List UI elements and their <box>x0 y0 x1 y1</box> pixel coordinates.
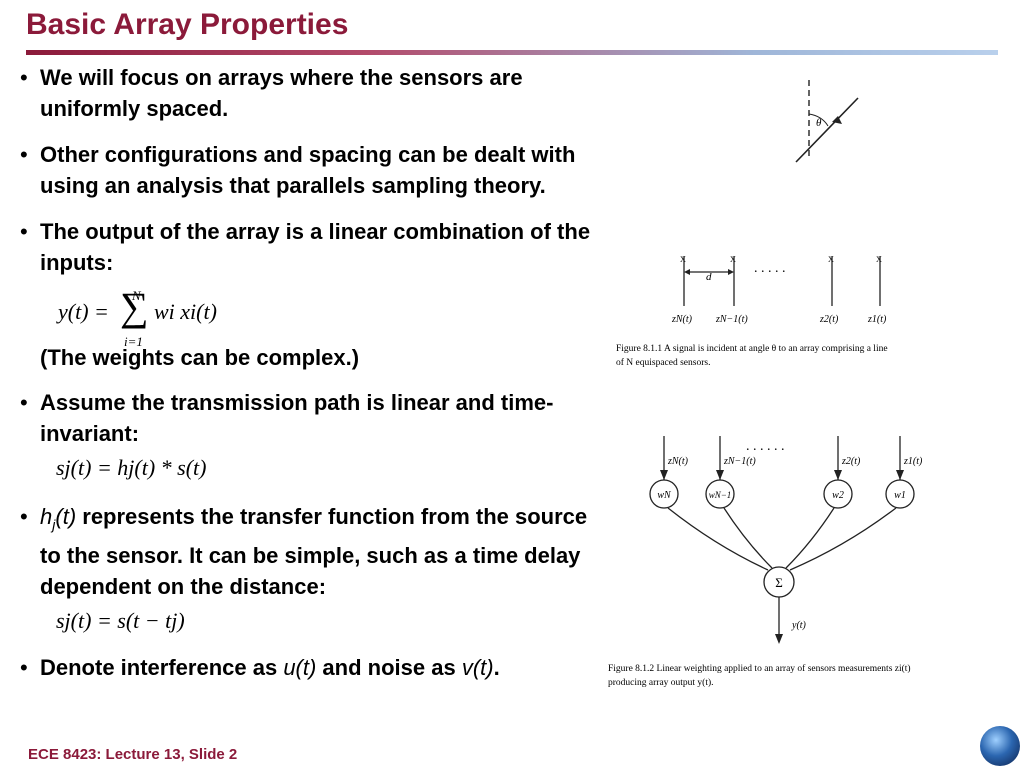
figure1-caption-line2: of N equispaced sensors. <box>616 357 710 368</box>
eq1-rhs: wi xi(t) <box>154 299 217 324</box>
slide-footer: ECE 8423: Lecture 13, Slide 2 <box>28 746 238 763</box>
symbol-h: h <box>40 504 53 529</box>
eq1-lower-limit: i=1 <box>124 334 143 349</box>
figure2-caption-line1: Figure 8.1.2 Linear weighting applied to… <box>608 663 911 674</box>
slide-title: Basic Array Properties <box>26 8 349 41</box>
title-rule <box>26 50 998 55</box>
weight-2-label: w2 <box>832 490 844 501</box>
input-1-arrow-icon <box>896 470 904 480</box>
input-2-label: z2(t) <box>841 456 861 467</box>
bullet-text: Denote interference as <box>40 655 284 681</box>
weighting-network-diagram <box>649 436 915 640</box>
output-label: y(t) <box>791 620 807 631</box>
sensor-N-label: zN(t) <box>671 314 693 325</box>
figures-panel: θ x x x x d . . . . . zN(t) zN−1(t) z2(t… <box>606 66 998 696</box>
bullet-dot: • <box>20 655 28 681</box>
bullet-dot: • <box>20 390 28 415</box>
equation-array-output: y(t) = N ∑ i=1 wi xi(t) <box>58 278 598 349</box>
symbol-t: (t) <box>55 504 77 529</box>
connector-2 <box>785 507 835 569</box>
bullet-dot: • <box>20 65 28 90</box>
sensor-markers: x x x x <box>680 251 882 275</box>
connector-1 <box>789 507 897 571</box>
globe-logo-icon <box>980 726 1020 766</box>
wavefront-ray <box>795 97 859 163</box>
bullet-linear-combination: • The output of the array is a linear co… <box>18 216 598 373</box>
bullet-text: and noise as <box>316 655 462 681</box>
bullet-note-complex-weights: (The weights can be complex.) <box>40 345 360 370</box>
input-N-label: zN(t) <box>667 456 689 467</box>
bullet-transfer-function: • hj(t) represents the transfer function… <box>18 501 598 642</box>
bullet-dot: • <box>20 142 28 167</box>
d-arrow-left-icon <box>684 269 690 275</box>
bullet-lti-path: • Assume the transmission path is linear… <box>18 387 598 489</box>
ray-arrowhead-icon <box>832 116 842 124</box>
eq1-sum-symbol: ∑ <box>120 284 149 329</box>
symbol-v: v(t) <box>461 655 494 681</box>
connector-N-1 <box>723 507 773 569</box>
bullet-dot: • <box>20 504 28 529</box>
bullet-text: Other configurations and spacing can be … <box>40 142 576 198</box>
input-N-1-arrow-icon <box>716 470 724 480</box>
sensor-2-marker: x <box>828 251 834 265</box>
weight-N-label: wN <box>657 490 672 501</box>
figure2-caption-line2: producing array output y(t). <box>608 677 714 688</box>
d-arrow-right-icon <box>728 269 734 275</box>
spacing-d-label: d <box>706 271 712 283</box>
weight-N-1-label: wN−1 <box>709 490 732 500</box>
sensor-1-marker: x <box>876 251 882 265</box>
symbol-u: u(t) <box>283 655 317 681</box>
bullet-list: • We will focus on arrays where the sens… <box>18 62 598 683</box>
input-N-arrow-icon <box>660 470 668 480</box>
output-arrow-icon <box>775 634 783 644</box>
equation-time-delay: sj(t) = s(t − tj) <box>56 608 185 634</box>
input-1-label: z1(t) <box>903 456 923 467</box>
bullet-interference-noise: • Denote interference as u(t) and noise … <box>18 652 598 683</box>
bullet-text: We will focus on arrays where the sensor… <box>40 65 523 121</box>
input-ellipsis: . . . . . . <box>746 439 785 454</box>
input-2-arrow-icon <box>834 470 842 480</box>
bullet-text: The output of the array is a linear comb… <box>40 219 591 275</box>
sensor-1-label: z1(t) <box>867 314 887 325</box>
input-N-1-label: zN−1(t) <box>723 456 756 467</box>
figure1-caption-line1: Figure 8.1.1 A signal is incident at ang… <box>616 344 888 354</box>
eq1-upper-limit: N <box>132 288 141 303</box>
summation-symbol: Σ <box>775 575 783 590</box>
sensor-line-diagram <box>683 256 881 306</box>
sensor-2-label: z2(t) <box>819 314 839 325</box>
sensor-N-marker: x <box>680 251 686 265</box>
symbol-j-subscript: j <box>52 516 56 533</box>
bullet-text: represents the transfer function from th… <box>40 504 588 600</box>
equation-convolution: sj(t) = hj(t) * s(t) <box>56 455 207 480</box>
sensor-ellipsis: . . . . . <box>754 261 786 276</box>
sensor-N-1-marker: x <box>730 251 736 265</box>
weight-1-label: w1 <box>894 490 906 501</box>
bullet-uniform-spacing: • We will focus on arrays where the sens… <box>18 62 598 124</box>
sensor-N-1-label: zN−1(t) <box>715 314 748 325</box>
bullet-text: Assume the transmission path is linear a… <box>40 390 554 446</box>
theta-label: θ <box>816 117 822 129</box>
bullet-text: . <box>493 655 500 681</box>
bullet-dot: • <box>20 219 28 244</box>
connector-N <box>667 507 769 571</box>
array-figures: θ x x x x d . . . . . zN(t) zN−1(t) z2(t… <box>608 80 923 688</box>
weighting-arrowheads <box>660 470 904 644</box>
bullet-other-configurations: • Other configurations and spacing can b… <box>18 139 598 201</box>
eq1-lhs: y(t) = <box>58 299 109 324</box>
incident-signal-diagram: θ <box>795 80 859 163</box>
angle-arc <box>808 113 829 127</box>
